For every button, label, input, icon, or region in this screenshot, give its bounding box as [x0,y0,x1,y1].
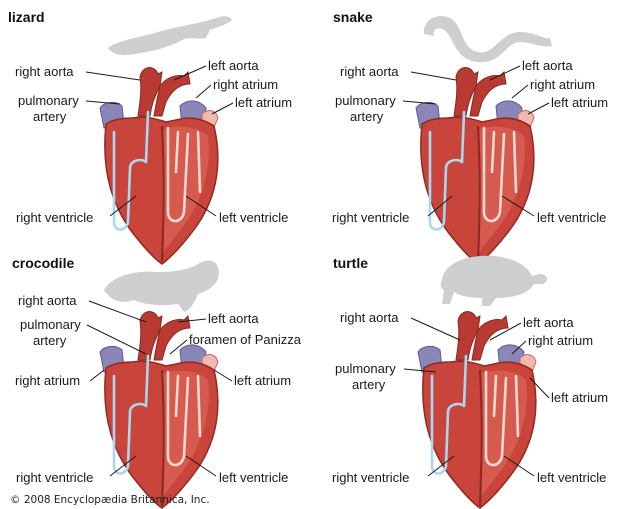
label-right-atrium: right atrium [15,373,80,388]
label-pulmonary: pulmonary [18,93,79,108]
leader-right-atrium [196,85,211,98]
leader-left-atrium [528,103,549,114]
label-pulmonary: pulmonary [335,361,396,376]
leader-left-atrium [212,103,233,114]
label-right-aorta: right aorta [340,310,399,325]
label-left-ventricle: left ventricle [219,210,288,225]
label-right-aorta: right aorta [18,293,77,308]
snake-silhouette [424,16,552,62]
leader-right-aorta [86,72,140,80]
label-left-atrium: left atrium [235,95,292,110]
panel-title-snake: snake [333,9,373,25]
panel-turtle: turtle right aorta left aorta right atri… [332,255,608,508]
label-foramen: foramen of Panizza [189,332,302,347]
leader-right-aorta [411,318,460,340]
label-pulmonary: pulmonary [20,317,81,332]
leader-right-aorta [89,301,146,322]
label-pulmonary-artery: artery [350,109,384,124]
label-left-atrium: left atrium [551,95,608,110]
leader-left-atrium [214,370,232,381]
panel-title-turtle: turtle [333,255,368,271]
leader-right-aorta [411,72,456,80]
crocodile-silhouette [104,261,219,312]
label-right-ventricle: right ventricle [16,470,93,485]
label-pulmonary-artery: artery [33,333,67,348]
turtle-silhouette [441,256,547,306]
label-left-aorta: left aorta [208,58,259,73]
panel-title-lizard: lizard [8,9,45,25]
panel-title-crocodile: crocodile [12,255,74,271]
leader-right-atrium [90,370,104,381]
snake-heart [416,68,534,264]
label-right-aorta: right aorta [15,64,74,79]
label-right-ventricle: right ventricle [332,210,409,225]
label-left-ventricle: left ventricle [537,210,606,225]
label-pulmonary-artery: artery [33,109,67,124]
panel-lizard: lizard right aorta left aorta right atri… [8,9,292,264]
copyright-notice: © 2008 Encyclopædia Britannica, Inc. [10,494,210,506]
label-left-aorta: left aorta [208,311,259,326]
label-right-atrium: right atrium [528,333,593,348]
label-pulmonary-artery: artery [352,377,386,392]
label-left-ventricle: left ventricle [219,470,288,485]
panel-crocodile: crocodile right aorta left aorta pulmona… [12,255,302,508]
panel-snake: snake right aorta left aorta right atriu… [332,9,608,264]
leader-left-aorta [174,66,206,80]
lizard-heart [100,68,218,264]
label-right-atrium: right atrium [530,77,595,92]
label-right-atrium: right atrium [213,77,278,92]
turtle-heart [418,312,536,508]
label-left-ventricle: left ventricle [537,470,606,485]
label-left-atrium: left atrium [551,390,608,405]
label-left-aorta: left aorta [523,315,574,330]
label-left-aorta: left aorta [522,58,573,73]
label-pulmonary: pulmonary [335,93,396,108]
label-right-ventricle: right ventricle [332,470,409,485]
label-right-aorta: right aorta [340,64,399,79]
label-right-ventricle: right ventricle [16,210,93,225]
label-left-atrium: left atrium [234,373,291,388]
leader-right-atrium [512,85,528,98]
